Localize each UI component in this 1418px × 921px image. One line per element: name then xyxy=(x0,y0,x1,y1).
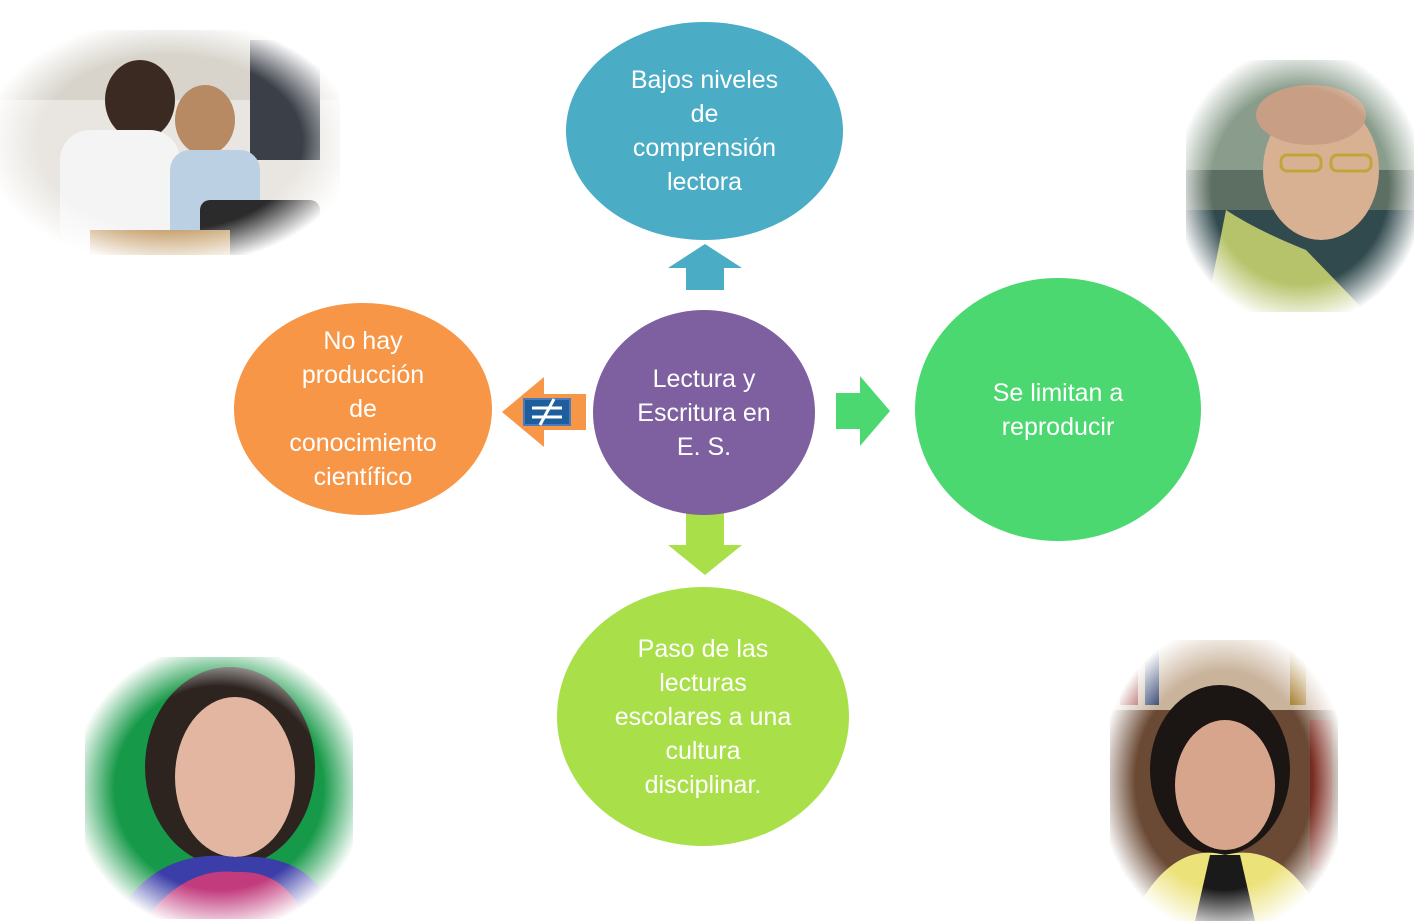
man-portrait-photo xyxy=(1186,60,1414,312)
node-text-line: producción xyxy=(301,361,425,389)
node-text-line: cultura xyxy=(665,736,741,765)
arrow-down-icon xyxy=(668,513,742,575)
node-text-line: Lectura y xyxy=(652,364,756,393)
node-center-reading-writing: Lectura y Escritura en E. S. xyxy=(593,310,815,515)
node-text-line: Escritura en xyxy=(637,398,771,427)
students-photo xyxy=(0,30,340,255)
node-text-line: Bajos niveles xyxy=(630,66,779,94)
node-text-line: Se limitan a xyxy=(992,378,1124,407)
node-text-line: escolares a una xyxy=(614,702,792,731)
node-center-label: Lectura y Escritura en E. S. xyxy=(637,362,770,464)
node-text-line: conocimiento xyxy=(289,429,437,457)
arrow-left-icon xyxy=(502,377,586,447)
node-text-line: E. S. xyxy=(676,432,732,461)
node-left-knowledge: No hay producción de conocimiento científico xyxy=(234,303,492,515)
node-text-line: lectora xyxy=(666,168,743,196)
not-equal-icon xyxy=(523,398,571,426)
arrow-right-icon xyxy=(836,376,890,446)
node-text-line: disciplinar. xyxy=(644,770,762,799)
node-text-line: reproducir xyxy=(1001,412,1115,441)
node-top-label: Bajos niveles de comprensión lectora xyxy=(631,63,778,199)
node-top-comprehension: Bajos niveles de comprensión lectora xyxy=(566,22,843,240)
node-bottom-disciplinary-culture: Paso de las lecturas escolares a una cultur… xyxy=(557,587,849,846)
node-text-line: de xyxy=(690,100,719,128)
node-text-line: Paso de las xyxy=(637,634,769,663)
node-text-line: No hay xyxy=(323,327,403,355)
node-bottom-label: Paso de las lecturas escolares a una cultur… xyxy=(615,632,792,802)
node-text-line: lecturas xyxy=(659,668,747,697)
node-text-line: científico xyxy=(313,463,413,491)
node-text-line: de xyxy=(349,395,377,423)
node-text-line: comprensión xyxy=(632,134,777,162)
woman-portrait-photo-right xyxy=(1110,640,1338,921)
woman-portrait-photo xyxy=(85,657,353,919)
node-right-label: Se limitan a reproducir xyxy=(993,376,1124,444)
arrow-up-icon xyxy=(668,244,742,290)
node-left-label: No hay producción de conocimiento científico xyxy=(289,324,436,494)
node-right-reproduce: Se limitan a reproducir xyxy=(915,278,1201,541)
